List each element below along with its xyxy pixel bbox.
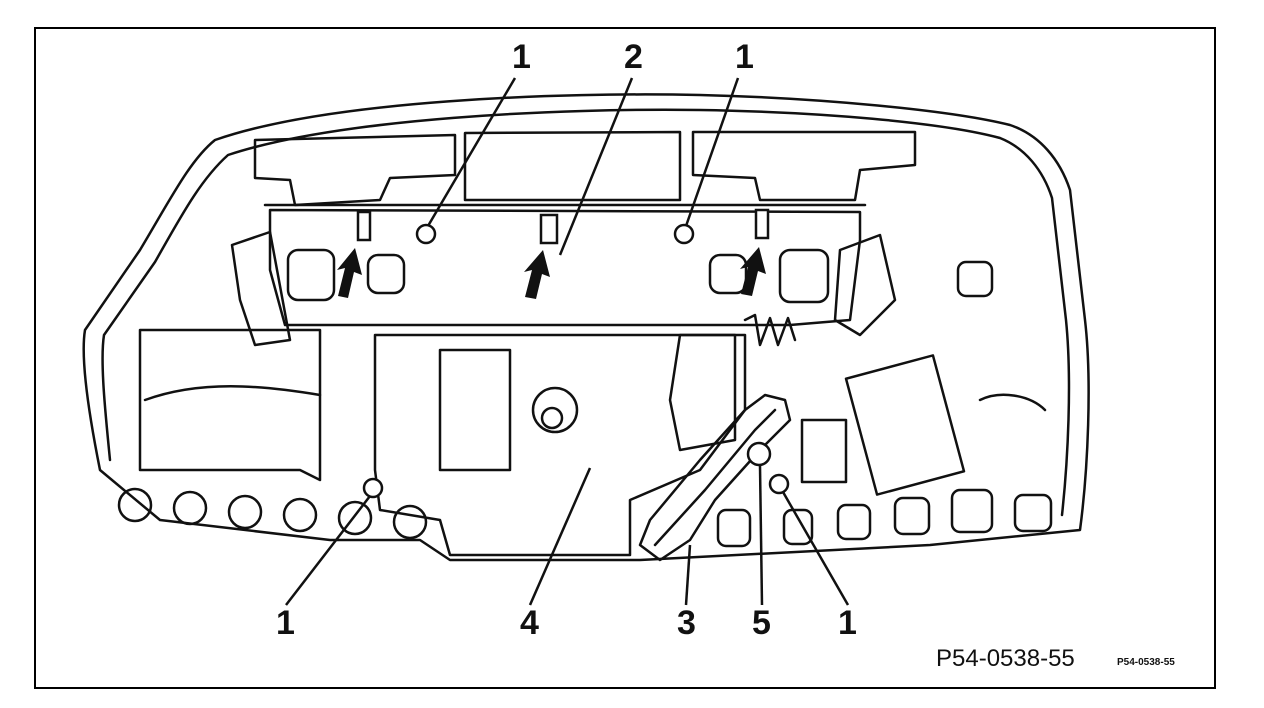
bulb-socket-12 [1013, 493, 1053, 533]
bulb-socket-10 [893, 496, 931, 536]
flex-conductor-strip [638, 393, 792, 562]
arrow-middle [524, 250, 550, 299]
figure-code: P54-0538-55 [936, 645, 1075, 672]
bulb-socket-2 [172, 490, 208, 526]
leader-1-top-left [426, 77, 517, 227]
retaining-tab-right [754, 208, 770, 240]
bulb-socket-7 [716, 508, 752, 548]
leader-4 [528, 467, 592, 606]
top-window-right [691, 130, 917, 202]
bulb-socket-13 [956, 260, 994, 298]
callout-1-top-left: 1 [512, 38, 531, 76]
gauge-recess-4 [778, 248, 830, 304]
light-socket-inner [540, 406, 564, 430]
retaining-tab-left [356, 210, 372, 242]
figure-frame [34, 27, 1216, 689]
top-window-middle [463, 130, 682, 202]
leader-1-bottom-left [285, 495, 371, 606]
top-window-left [253, 133, 457, 207]
bulb-socket-4 [282, 497, 318, 533]
gauge-recess-3 [708, 253, 748, 295]
lower-housing-body [373, 333, 747, 557]
leader-1-top-right [684, 77, 740, 227]
bulb-socket-6 [392, 504, 428, 540]
right-bracket [833, 233, 897, 337]
screw-bottom-right [768, 473, 790, 495]
callout-5: 5 [752, 604, 771, 642]
callout-1-bottom-left: 1 [276, 604, 295, 642]
gauge-recess-1 [286, 248, 336, 302]
leader-1-bottom-right [781, 491, 850, 606]
callout-4: 4 [520, 604, 539, 642]
lcd-module [844, 354, 966, 496]
leader-5 [758, 465, 764, 606]
arrow-right [740, 247, 766, 296]
cluster-housing-outline [82, 93, 1090, 562]
leader-2 [558, 77, 634, 256]
left-panel-gauge-arc [143, 385, 322, 402]
callout-1-bottom-right: 1 [838, 604, 857, 642]
screw-top-right [673, 223, 695, 245]
bulb-socket-8 [782, 508, 814, 546]
right-dial-ticks [978, 393, 1047, 412]
left-lower-panel [138, 328, 322, 482]
screw-bottom-left [362, 477, 384, 499]
bulb-socket-9 [836, 503, 872, 541]
arrow-left [337, 248, 362, 298]
callout-1-top-right: 1 [735, 38, 754, 76]
light-socket [531, 386, 579, 434]
bulb-socket-3 [227, 494, 263, 530]
right-connector [800, 418, 848, 484]
connector-block [438, 348, 512, 472]
retaining-tab-middle [539, 213, 559, 245]
callout-2: 2 [624, 38, 643, 76]
screw-top-left [415, 223, 437, 245]
contact-springs [743, 313, 797, 347]
gauge-recess-2 [366, 253, 406, 295]
screw-part-5 [746, 441, 772, 467]
cutout-region [668, 333, 737, 452]
bulb-socket-11 [950, 488, 994, 534]
callout-3: 3 [677, 604, 696, 642]
figure-code-small: P54-0538-55 [1117, 657, 1175, 668]
housing-inner-edge [101, 108, 1071, 517]
left-bracket [230, 230, 292, 347]
leader-3 [684, 544, 692, 606]
bulb-socket-1 [117, 487, 153, 523]
bulb-socket-5 [337, 500, 373, 536]
flex-conductor-track [653, 408, 777, 547]
